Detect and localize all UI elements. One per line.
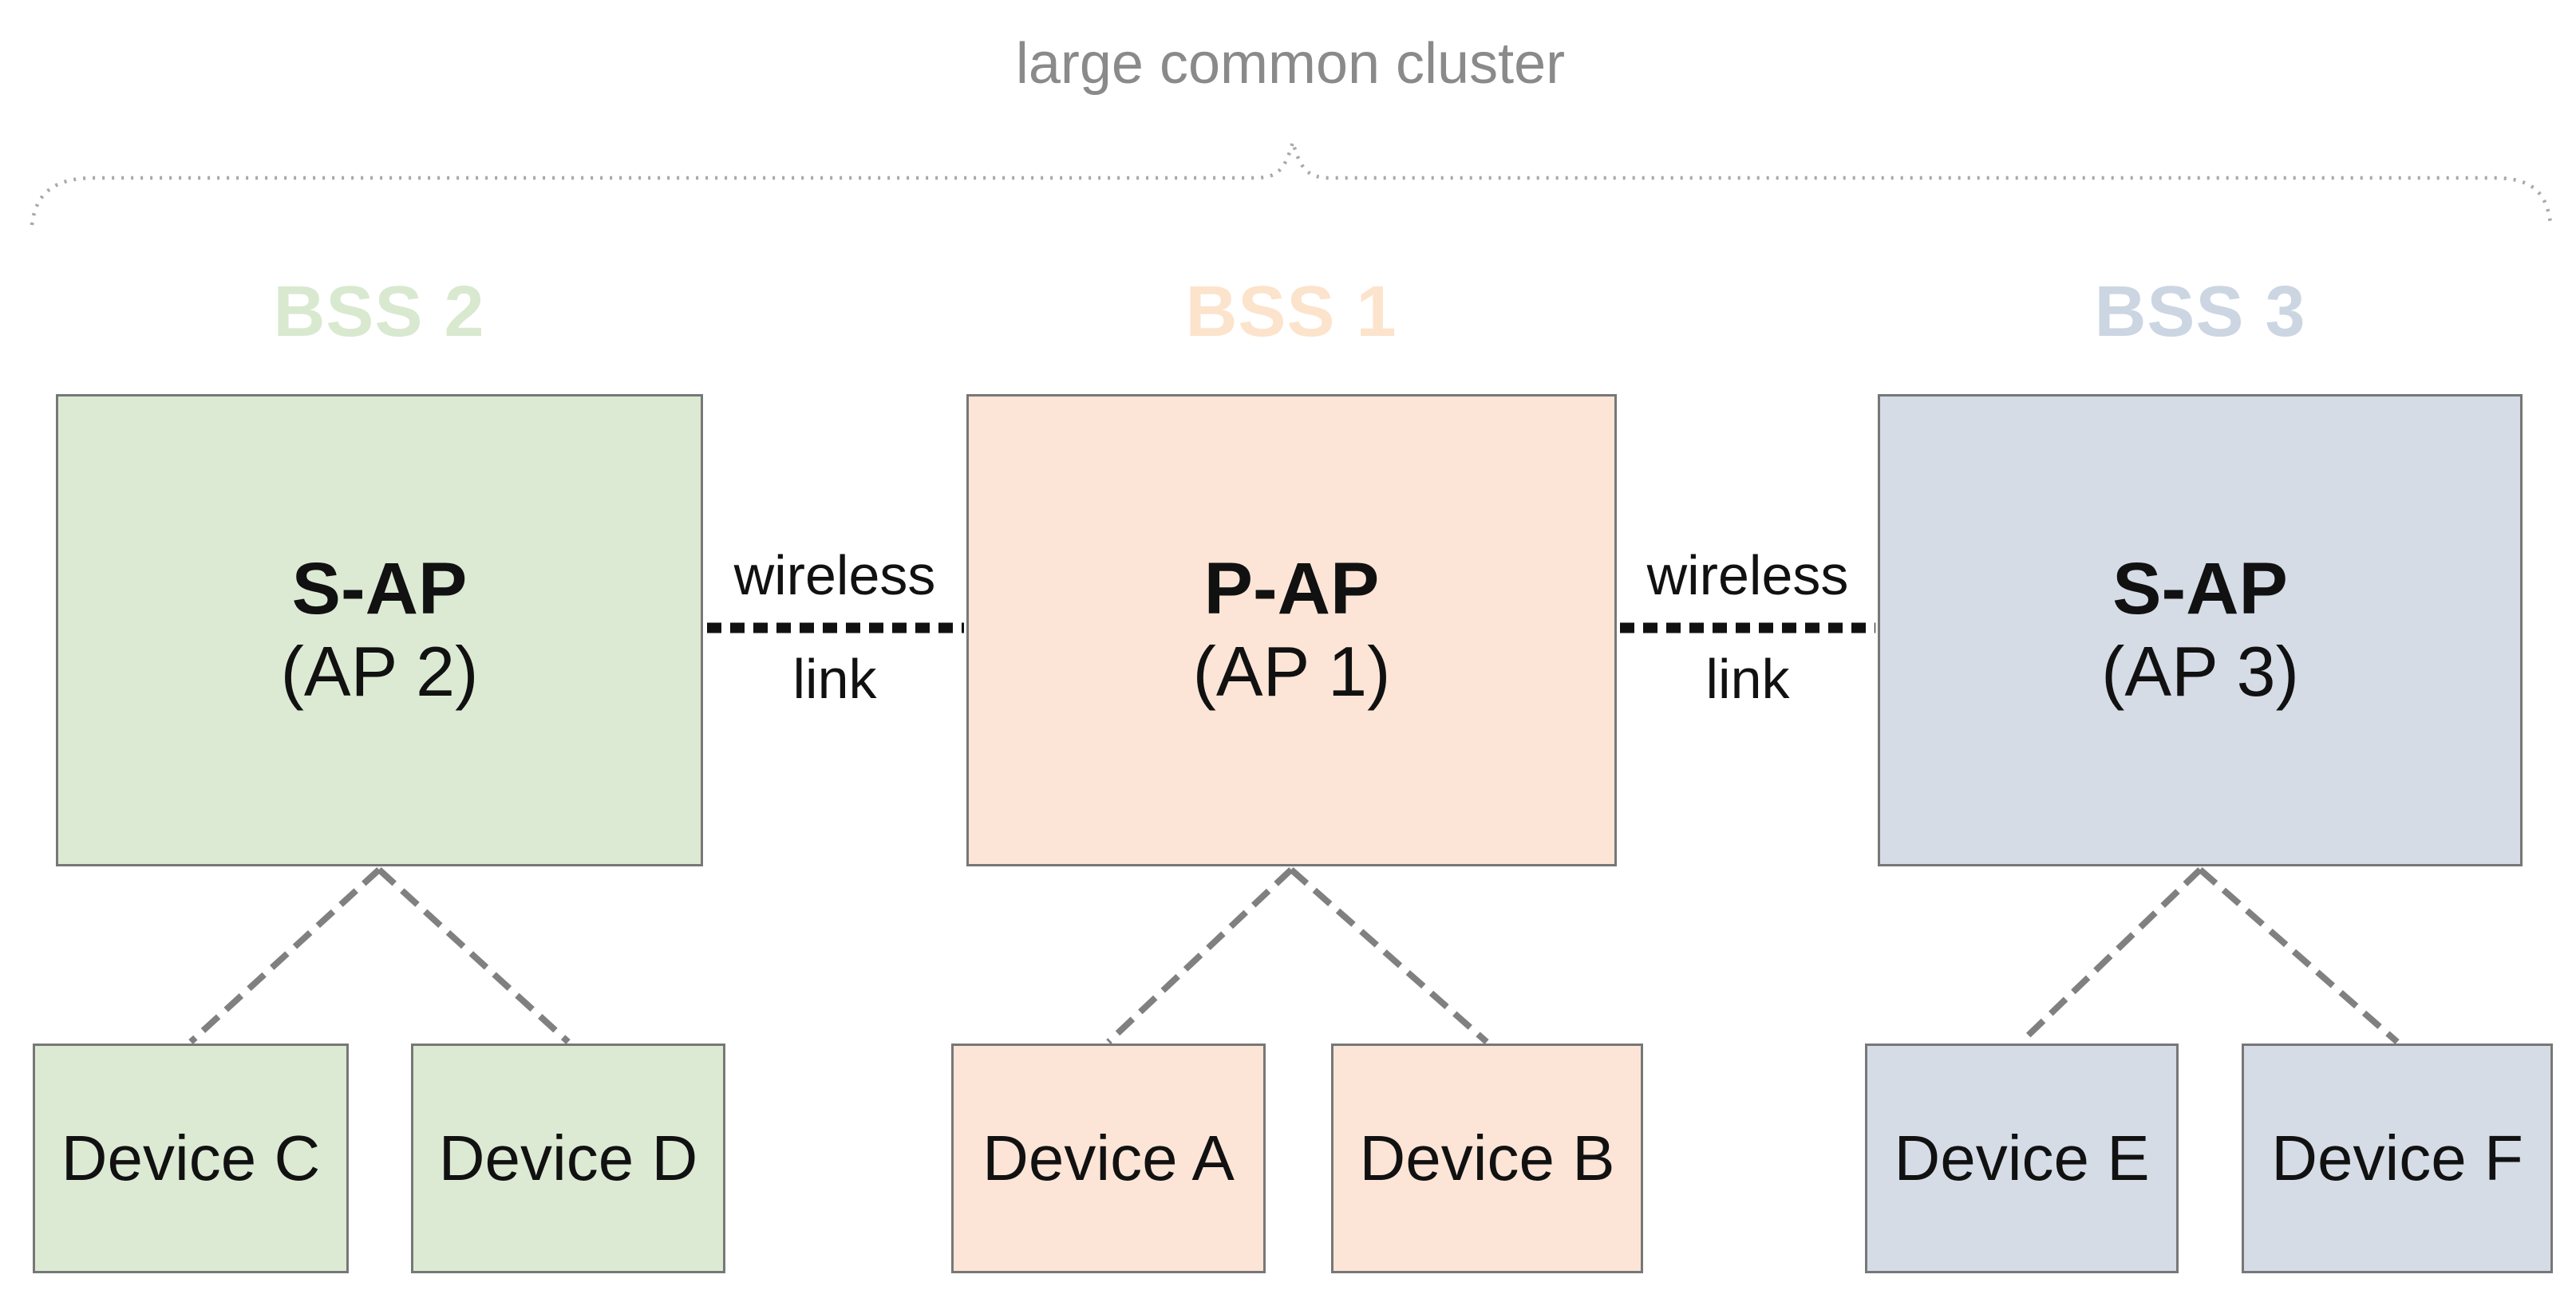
device-e-box: Device E bbox=[1865, 1044, 2179, 1273]
dashed-link-ap3-device-f bbox=[2198, 866, 2400, 1045]
link-label-1: link bbox=[792, 648, 877, 710]
wireless-label-1: wireless bbox=[733, 544, 936, 606]
dashed-link-ap1-device-a bbox=[1106, 867, 1294, 1044]
dashed-link-ap2-device-c bbox=[188, 867, 381, 1044]
diagram-title: large common cluster bbox=[1015, 32, 1566, 96]
ap3-sub: (AP 3) bbox=[2101, 632, 2299, 711]
dashed-link-ap1-device-b bbox=[1289, 866, 1489, 1045]
ap2-sub: (AP 2) bbox=[280, 632, 479, 711]
ap3-name: S-AP bbox=[2112, 548, 2288, 629]
ap2-name: S-AP bbox=[291, 548, 468, 629]
dashed-link-ap3-device-e bbox=[2019, 867, 2203, 1044]
ap1-box: P-AP (AP 1) bbox=[966, 394, 1617, 866]
link-label-2: link bbox=[1705, 648, 1790, 710]
wireless-label-2: wireless bbox=[1646, 544, 1849, 606]
bss1-label: BSS 1 bbox=[1185, 272, 1397, 352]
ap1-name: P-AP bbox=[1203, 548, 1380, 629]
dashed-link-ap2-device-d bbox=[377, 867, 571, 1044]
device-b-box: Device B bbox=[1331, 1044, 1643, 1273]
device-a-box: Device A bbox=[951, 1044, 1266, 1273]
ap2-box: S-AP (AP 2) bbox=[56, 394, 703, 866]
bss2-label: BSS 2 bbox=[273, 272, 485, 352]
cluster-brace-dotted bbox=[30, 135, 2553, 226]
device-d-box: Device D bbox=[411, 1044, 725, 1273]
device-c-box: Device C bbox=[33, 1044, 349, 1273]
ap3-box: S-AP (AP 3) bbox=[1878, 394, 2523, 866]
device-f-box: Device F bbox=[2242, 1044, 2553, 1273]
bss3-label: BSS 3 bbox=[2094, 272, 2306, 352]
ap1-sub: (AP 1) bbox=[1192, 632, 1391, 711]
